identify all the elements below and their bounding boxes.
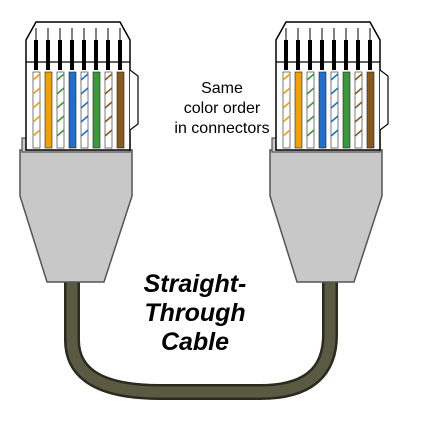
right-wire-stripe-white-green bbox=[306, 73, 315, 81]
right-wire-orange bbox=[294, 71, 303, 149]
left-contact-1 bbox=[34, 40, 38, 70]
left-contact-2 bbox=[46, 40, 50, 70]
left-plug-body bbox=[25, 21, 131, 151]
connector-note: Same color order in connectors bbox=[158, 79, 286, 139]
left-wire-green bbox=[92, 71, 101, 149]
right-wire-stripe-white-blue bbox=[330, 73, 339, 81]
right-boot bbox=[269, 149, 383, 283]
right-wire-stripe-white-blue bbox=[330, 115, 339, 123]
left-wire-stripe-white-brown bbox=[104, 129, 113, 137]
left-wire-stripe-white-orange bbox=[32, 115, 41, 123]
left-contact-3 bbox=[58, 40, 62, 70]
right-wire-green bbox=[342, 71, 351, 149]
left-wire-stripe-white-brown bbox=[104, 87, 113, 95]
right-contact-2 bbox=[296, 40, 300, 70]
left-wire-stripe-white-green bbox=[56, 129, 65, 137]
left-plug-clip bbox=[129, 69, 139, 131]
right-wire-stripe-white-orange bbox=[282, 129, 291, 137]
cable-highlight bbox=[66, 272, 336, 398]
left-contact-6 bbox=[94, 40, 98, 70]
left-contact-8 bbox=[118, 40, 122, 70]
right-wire-stripe-white-green bbox=[306, 87, 315, 95]
right-wire-group bbox=[282, 71, 375, 149]
right-wire-white-orange bbox=[282, 71, 291, 149]
right-wire-stripe-white-brown bbox=[354, 73, 363, 81]
right-wire-white-green bbox=[306, 71, 315, 149]
right-wire-stripe-white-brown bbox=[354, 87, 363, 95]
left-wire-stripe-white-brown bbox=[104, 101, 113, 109]
left-wire-stripe-white-blue bbox=[80, 73, 89, 81]
left-wire-white-brown bbox=[104, 71, 113, 149]
left-wire-stripe-white-green bbox=[56, 73, 65, 81]
left-wire-stripe-white-orange bbox=[32, 73, 41, 81]
left-wire-stripe-white-brown bbox=[104, 73, 113, 81]
title-line-1: Straight- bbox=[143, 270, 247, 298]
right-contact-5 bbox=[332, 40, 336, 70]
title-line-2: Through bbox=[144, 299, 246, 327]
right-contact-7 bbox=[356, 40, 360, 70]
left-wire-white-orange bbox=[32, 71, 41, 149]
right-contact-1 bbox=[284, 40, 288, 70]
left-wire-brown bbox=[116, 71, 125, 149]
right-wire-white-blue bbox=[330, 71, 339, 149]
left-contact-7 bbox=[106, 40, 110, 70]
right-contact-3 bbox=[308, 40, 312, 70]
right-wire-stripe-white-brown bbox=[354, 115, 363, 123]
left-wire-stripe-white-blue bbox=[80, 129, 89, 137]
left-wire-stripe-white-blue bbox=[80, 115, 89, 123]
left-wire-stripe-white-orange bbox=[32, 87, 41, 95]
right-wire-stripe-white-green bbox=[306, 129, 315, 137]
left-wire-orange bbox=[44, 71, 53, 149]
right-wire-stripe-white-brown bbox=[354, 129, 363, 137]
left-wire-stripe-white-green bbox=[56, 101, 65, 109]
right-plug-body bbox=[275, 21, 381, 151]
diagram-title: Straight- Through Cable bbox=[110, 270, 280, 357]
left-wire-stripe-white-blue bbox=[80, 101, 89, 109]
note-line-1: Same bbox=[201, 80, 243, 97]
right-wire-stripe-white-orange bbox=[282, 87, 291, 95]
left-wire-blue bbox=[68, 71, 77, 149]
left-connector bbox=[19, 21, 139, 283]
left-wire-stripe-white-orange bbox=[32, 129, 41, 137]
right-contact-6 bbox=[344, 40, 348, 70]
right-wire-brown bbox=[366, 71, 375, 149]
right-wire-blue bbox=[318, 71, 327, 149]
right-wire-white-brown bbox=[354, 71, 363, 149]
left-wire-stripe-white-blue bbox=[80, 87, 89, 95]
right-wire-stripe-white-orange bbox=[282, 73, 291, 81]
right-wire-stripe-white-blue bbox=[330, 101, 339, 109]
note-line-2: color order bbox=[183, 100, 261, 117]
left-contact-5 bbox=[82, 40, 86, 70]
right-contacts bbox=[284, 28, 372, 70]
left-wire-stripe-white-brown bbox=[104, 115, 113, 123]
right-wire-stripe-white-blue bbox=[330, 129, 339, 137]
left-contact-4 bbox=[70, 40, 74, 70]
right-contact-4 bbox=[320, 40, 324, 70]
left-contacts bbox=[34, 28, 122, 70]
left-wire-group bbox=[32, 71, 125, 149]
left-wire-stripe-white-green bbox=[56, 115, 65, 123]
right-wire-stripe-white-orange bbox=[282, 101, 291, 109]
left-wire-white-blue bbox=[80, 71, 89, 149]
right-wire-stripe-white-green bbox=[306, 101, 315, 109]
left-wire-stripe-white-green bbox=[56, 87, 65, 95]
right-plug-clip bbox=[379, 69, 389, 131]
right-wire-stripe-white-orange bbox=[282, 115, 291, 123]
note-line-3: in connectors bbox=[174, 120, 270, 137]
left-boot bbox=[19, 149, 133, 283]
right-wire-stripe-white-green bbox=[306, 115, 315, 123]
right-wire-stripe-white-blue bbox=[330, 87, 339, 95]
right-contact-8 bbox=[368, 40, 372, 70]
right-connector bbox=[269, 21, 389, 283]
left-wire-white-green bbox=[56, 71, 65, 149]
right-wire-stripe-white-brown bbox=[354, 101, 363, 109]
title-line-3: Cable bbox=[160, 328, 230, 356]
left-wire-stripe-white-orange bbox=[32, 101, 41, 109]
